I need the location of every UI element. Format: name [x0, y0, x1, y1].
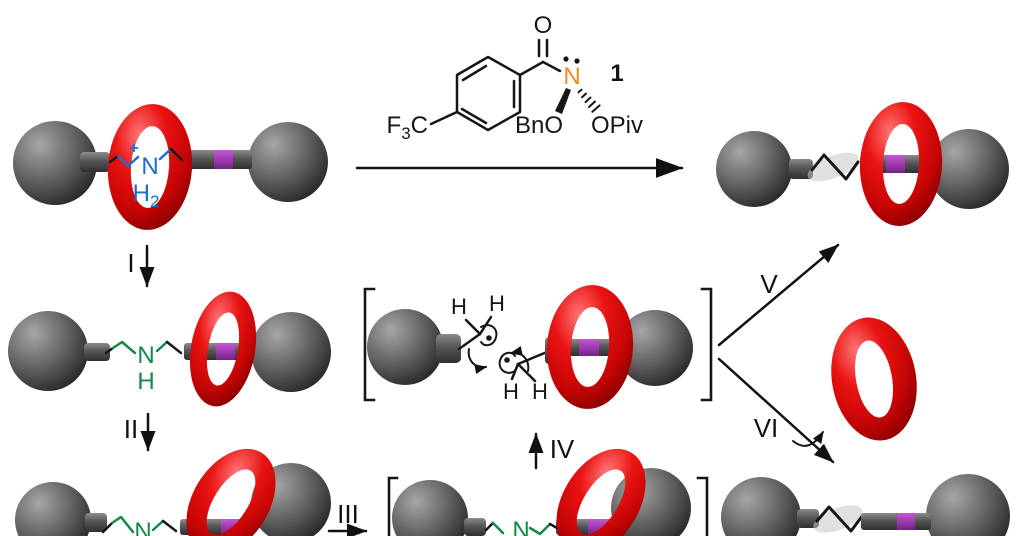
step-label-ii: II [124, 414, 138, 444]
macrocycle-ring [859, 102, 943, 226]
reagent-compound-1: O N 1 F3C BnO OPiv [387, 12, 644, 143]
amine-hydrogen: H [137, 368, 154, 395]
stopper-sphere [251, 312, 331, 392]
amine-nitrogen: N [137, 342, 154, 369]
ring-release-curved-arrow [792, 431, 824, 447]
new-cc-bond [810, 153, 860, 181]
radical-h-top-left: H [451, 294, 467, 319]
macrocycle-ring [546, 285, 634, 409]
compound-number: 1 [610, 60, 623, 87]
product-rotaxane-shifted [716, 102, 1009, 226]
bracket-left [363, 287, 376, 402]
opiv-label: OPiv [591, 112, 643, 139]
macrocycle-ring [186, 448, 276, 536]
ammonium-station: + N H2 [108, 140, 184, 211]
tracer-band [886, 155, 905, 173]
stopper-sphere [617, 310, 693, 386]
step-arrow-iii: III [327, 499, 368, 536]
rotaxane-amine-mid: N H [8, 291, 331, 407]
step-label-iv: IV [550, 434, 575, 464]
macrocycle-ring [107, 104, 193, 230]
tracer-band [579, 339, 599, 356]
step-label-vi: VI [754, 413, 779, 443]
fishhook-arrow [498, 351, 516, 374]
hash-bond [577, 88, 601, 113]
macrocycle-ring [189, 291, 257, 407]
step-arrow-iv: IV [528, 432, 575, 470]
stopper-sphere [8, 311, 88, 391]
stopper-sphere [929, 129, 1009, 209]
stopper-sphere [248, 122, 328, 202]
step-arrow-v: V [717, 243, 840, 347]
axle-stub [85, 513, 107, 532]
stopper-sphere [13, 121, 97, 205]
stopper-sphere [721, 477, 801, 536]
new-cc-bond [815, 505, 865, 533]
carbonyl-oxygen: O [534, 12, 553, 39]
radical-h-top-right: H [489, 291, 505, 316]
stopper-sphere [392, 480, 468, 536]
dethreaded-dumbbell [721, 474, 1010, 536]
amine-station: N [101, 515, 178, 536]
amine-station: N [484, 517, 559, 536]
fishhook-arrow [480, 324, 498, 347]
axle-rod [861, 513, 931, 530]
radical-electron-dot [504, 357, 510, 363]
axle-stub [464, 518, 486, 536]
stopper-sphere [15, 482, 91, 536]
ammonium-nitrogen: N [141, 153, 158, 180]
step-label-v: V [760, 269, 778, 299]
ammonium-charge: + [129, 140, 138, 157]
radical-pair-intermediate: H H H H [363, 285, 713, 409]
cf3-label: F3C [387, 112, 428, 143]
tracer-band [897, 513, 915, 530]
tracer-band [214, 150, 233, 169]
bracket-left [387, 476, 399, 536]
step-arrow-ii: II [124, 412, 156, 452]
lone-pair-dot [563, 56, 569, 62]
axle-stub [797, 509, 819, 528]
bracket-right [700, 287, 713, 402]
step-arrow-vi: VI [717, 357, 835, 464]
stopper-sphere [926, 474, 1010, 536]
axle-stub [436, 334, 461, 363]
bno-label: BnO [515, 112, 563, 139]
radical-h-bottom-left: H [503, 379, 519, 404]
stopper-sphere [367, 309, 443, 385]
benzene-ring [455, 55, 522, 132]
wedge-bond [555, 88, 571, 114]
amide-nitrogen: N [563, 63, 580, 90]
axle-stub [789, 159, 813, 179]
bracketed-rotaxane-bottom: N [387, 448, 709, 536]
fishhook-arrow [510, 345, 530, 372]
axle-stub [84, 343, 110, 361]
stopper-sphere [716, 131, 792, 207]
axle-stub [80, 152, 110, 172]
bracket-right [696, 476, 709, 536]
macrocycle-ring [831, 317, 917, 441]
amine-station: N H [104, 340, 183, 395]
amine-nitrogen: N [512, 517, 529, 536]
fishhook-arrow [467, 348, 487, 375]
radical-h-bottom-right: H [532, 379, 548, 404]
macrocycle-ring [556, 448, 646, 536]
step-label-i: I [127, 248, 134, 278]
tracer-band [216, 343, 235, 360]
lone-pair-dot [574, 58, 580, 64]
rotaxane-amine-bottom-left: N [15, 448, 331, 536]
ammonium-hydrogens: H2 [133, 180, 160, 211]
amine-nitrogen: N [134, 518, 151, 536]
free-macrocycle [831, 317, 917, 441]
step-arrow-i: I [127, 244, 155, 288]
radical-electron-dot [486, 335, 492, 341]
step-label-iii: III [337, 499, 359, 529]
reactant-rotaxane-ammonium: + N H2 [13, 104, 328, 230]
